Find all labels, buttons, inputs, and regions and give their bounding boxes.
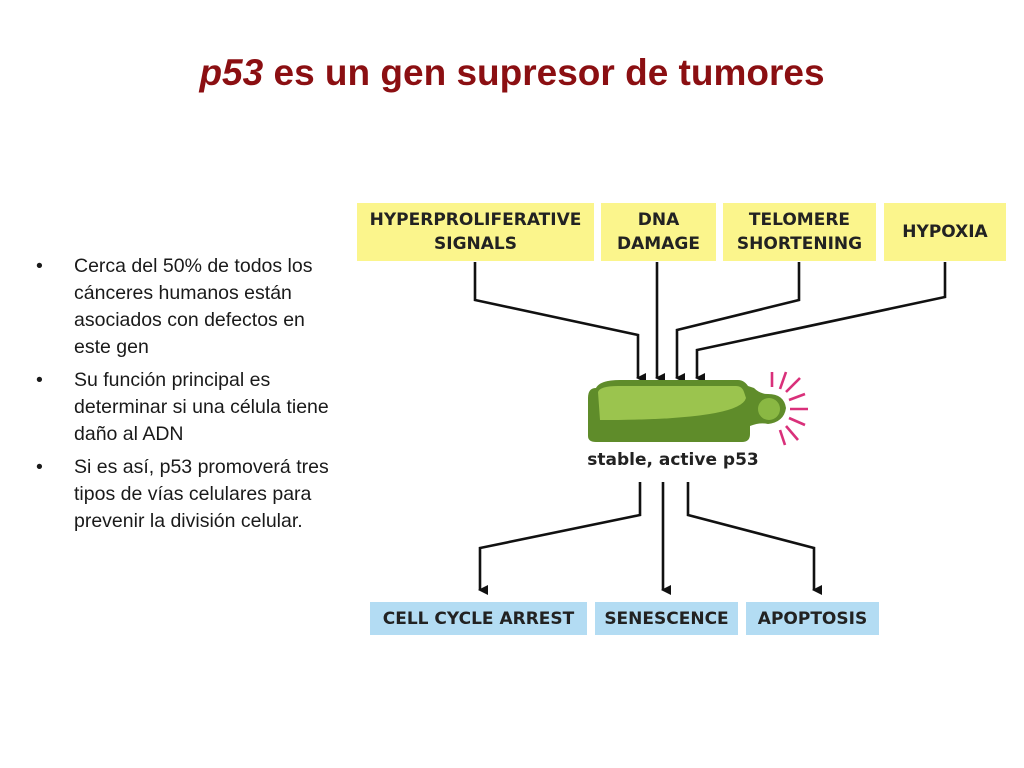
bullet-text: Cerca del 50% de todos los cánceres huma… (74, 255, 313, 358)
bullet-dot: • (36, 369, 43, 391)
output-box-apoptosis: APOPTOSIS (746, 602, 879, 635)
slide-title: p53 es un gen supresor de tumores (0, 52, 1024, 94)
output-arrows (478, 482, 822, 595)
bullet-text: Si es así, p53 promoverá tres tipos de v… (74, 456, 329, 532)
bullet-item: • Su función principal es determinar si u… (36, 367, 341, 448)
output-box-cell-cycle-arrest: CELL CYCLE ARREST (370, 602, 587, 635)
title-rest: es un gen supresor de tumores (263, 52, 825, 93)
bullet-text: Su función principal es determinar si un… (74, 369, 329, 445)
input-box-dna-damage: DNA DAMAGE (601, 203, 716, 261)
arrow-hyperproliferative (473, 262, 646, 383)
bullet-list: • Cerca del 50% de todos los cánceres hum… (36, 253, 341, 541)
bullet-item: • Si es así, p53 promoverá tres tipos de … (36, 454, 341, 535)
arrow-telomere (675, 262, 801, 383)
bullet-item: • Cerca del 50% de todos los cánceres hum… (36, 253, 341, 361)
input-arrows (473, 262, 947, 383)
output-box-senescence: SENESCENCE (595, 602, 738, 635)
bullet-dot: • (36, 456, 43, 478)
input-box-hypoxia: HYPOXIA (884, 203, 1006, 261)
title-gene-name: p53 (199, 52, 264, 93)
arrow-apoptosis (686, 482, 822, 595)
p53-protein-icon (588, 380, 786, 442)
input-box-telomere-shortening: TELOMERE SHORTENING (723, 203, 876, 261)
input-box-hyperproliferative-signals: HYPERPROLIFERATIVE SIGNALS (357, 203, 594, 261)
p53-label: stable, active p53 (587, 450, 759, 470)
arrow-cell-cycle-arrest (478, 482, 642, 595)
arrow-hypoxia (695, 262, 947, 383)
bullet-dot: • (36, 255, 43, 277)
activation-rays-icon (770, 371, 808, 446)
